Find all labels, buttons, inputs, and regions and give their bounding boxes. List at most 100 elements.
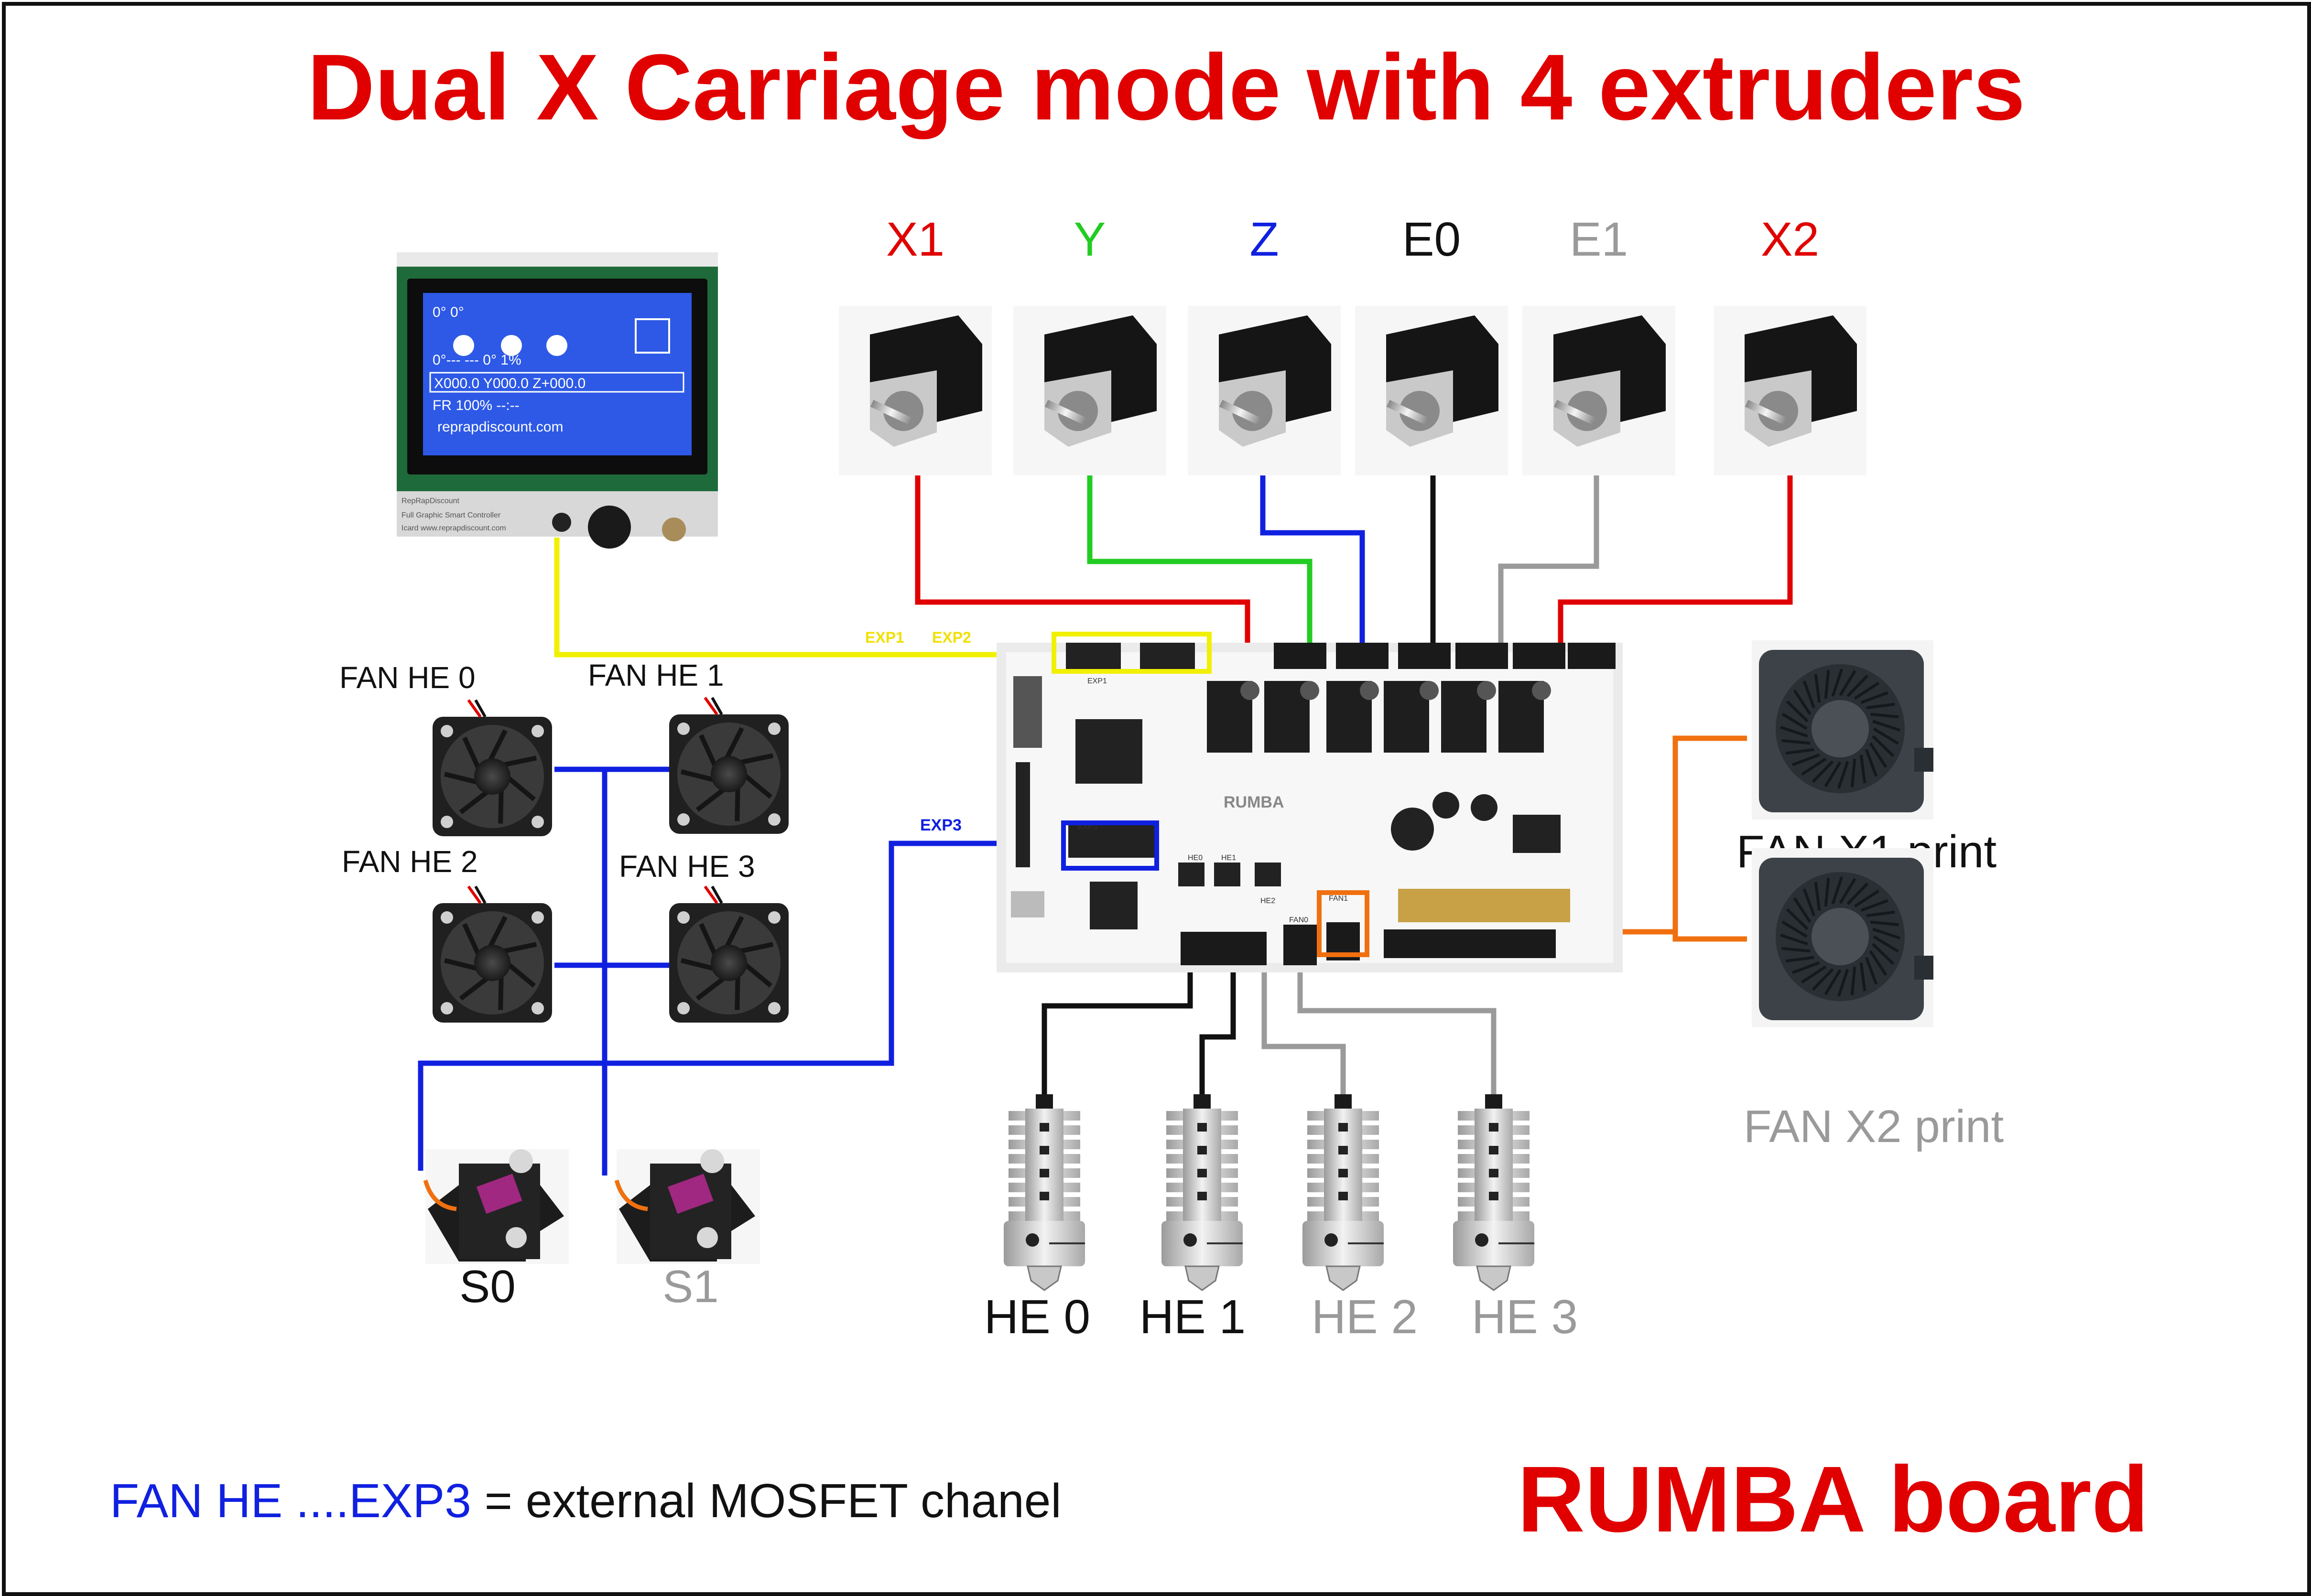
- fan-hub: [474, 758, 510, 795]
- motor-shaft: [1386, 399, 1429, 425]
- hotend-3: HE 3: [1453, 1094, 1578, 1344]
- heatsink-slot: [1338, 1123, 1348, 1132]
- fan-he-3-label: FAN HE 3: [619, 849, 755, 884]
- blower-vane: [1802, 888, 1816, 917]
- blower-vane: [1859, 962, 1866, 992]
- fan-screw-hole: [677, 723, 690, 735]
- lcd-line-3: X000.0 Y000.0 Z+000.0: [434, 376, 586, 391]
- fan-blade: [505, 775, 536, 801]
- fan-blade: [462, 736, 482, 772]
- print-fan-x1: FAN X1 print: [1736, 640, 1996, 877]
- fan-screw-hole: [532, 911, 544, 924]
- motor-label-y: Y: [1074, 213, 1106, 266]
- fan-screw-hole: [532, 816, 544, 828]
- nozzle: [1184, 1265, 1220, 1291]
- fan-blade: [737, 753, 774, 766]
- blower-vane: [1781, 739, 1811, 745]
- board-silk-exp1: EXP1: [1087, 677, 1107, 685]
- wire-he1: [1199, 949, 1236, 1094]
- fan-lead-red: [467, 885, 482, 904]
- fan-lead-red: [704, 697, 718, 715]
- fan-hub: [711, 945, 747, 981]
- hotend-0-label: HE 0: [984, 1290, 1090, 1344]
- fan-he-0-label: FAN HE 0: [339, 660, 476, 695]
- blower-vane: [1793, 689, 1812, 715]
- lcd-encoder-knob: [588, 506, 631, 549]
- lcd-caption-2: Full Graphic Smart Controller: [401, 511, 501, 519]
- wire-z: [1260, 475, 1365, 645]
- fan-screw-hole: [532, 1002, 544, 1014]
- fan-blade: [737, 942, 774, 954]
- fan-screw-hole: [677, 911, 690, 924]
- fan-blade: [500, 942, 537, 954]
- lcd-line-4: FR 100% --:--: [433, 398, 520, 413]
- exp2-label: EXP2: [932, 629, 971, 646]
- motor-e1: E1: [1522, 213, 1675, 475]
- motor-shaft: [1553, 399, 1596, 425]
- print-fan-x2: FAN X2 print: [1744, 848, 2004, 1152]
- blower-vane: [1831, 669, 1844, 697]
- fan-screw-hole: [441, 1002, 453, 1014]
- blower-vane: [1786, 908, 1809, 930]
- heater-bore: [1026, 1233, 1039, 1247]
- blower-vane: [1801, 757, 1827, 776]
- blower-vane: [1869, 950, 1888, 976]
- motor-boss: [1758, 391, 1798, 431]
- motor-label-z: Z: [1249, 213, 1279, 266]
- heater-bore: [1324, 1233, 1338, 1247]
- blower-vane: [1860, 899, 1888, 912]
- fan-blade: [735, 974, 740, 1010]
- fan-blade: [735, 785, 740, 821]
- heatsink-slot: [1197, 1146, 1207, 1154]
- heatsink-slot: [1489, 1146, 1498, 1154]
- motor-x1: X1: [839, 213, 992, 475]
- heater-block: [1302, 1221, 1384, 1266]
- fan-he-2: FAN HE 2: [342, 844, 552, 1023]
- blower-vane: [1872, 720, 1900, 732]
- blower-vane: [1866, 910, 1895, 917]
- motor-boss: [1058, 391, 1098, 431]
- blower-vane: [1872, 927, 1900, 940]
- blower-vane: [1839, 878, 1856, 904]
- hotend-3-label: HE 3: [1472, 1290, 1578, 1344]
- blower-vane: [1824, 761, 1842, 787]
- heater-block: [1004, 1221, 1085, 1266]
- fan-blade: [498, 787, 504, 824]
- blower-vane: [1872, 735, 1895, 757]
- servo-label-sticker: [667, 1174, 714, 1214]
- heatsink-slot: [1338, 1192, 1348, 1200]
- heatsink-slot: [1040, 1169, 1049, 1177]
- servo-s0: S0: [423, 1149, 569, 1312]
- blower-hub: [1812, 908, 1869, 965]
- heatsink-slot: [1489, 1192, 1498, 1200]
- blower-vane: [1850, 758, 1856, 787]
- motor-label-e1: E1: [1570, 213, 1628, 266]
- board-silk-he0: HE0: [1188, 854, 1203, 862]
- fan-screw-hole: [677, 1002, 690, 1014]
- fan-blade: [723, 916, 744, 950]
- blower-vane: [1786, 700, 1809, 723]
- lcd-line-2: 0°--- --- 0° 1%: [433, 352, 521, 368]
- motor-shaft: [1044, 399, 1087, 425]
- blower-vane: [1865, 957, 1878, 985]
- hotend-2: HE 2: [1302, 1094, 1418, 1344]
- motor-label-x1: X1: [886, 213, 944, 266]
- wire-x1: [915, 475, 1250, 645]
- fan-blade: [699, 734, 718, 769]
- servo-s0-label: S0: [459, 1261, 515, 1312]
- fan-hub: [711, 756, 747, 792]
- blower-vane: [1837, 969, 1849, 997]
- board-silk-he2: HE2: [1260, 897, 1275, 905]
- fan-lead-red: [467, 699, 482, 718]
- heatsink-slot: [1040, 1123, 1049, 1132]
- footnote-black-part: = external MOSFET chanel: [471, 1474, 1062, 1528]
- fan-he-1: FAN HE 1: [588, 658, 789, 834]
- lcd-button: [552, 513, 571, 532]
- heatsink-slot: [1489, 1123, 1498, 1132]
- footnote: FAN HE ....EXP3 = external MOSFET chanel: [110, 1474, 1062, 1528]
- motor-z: Z: [1188, 213, 1341, 475]
- servo-label-sticker: [476, 1174, 522, 1214]
